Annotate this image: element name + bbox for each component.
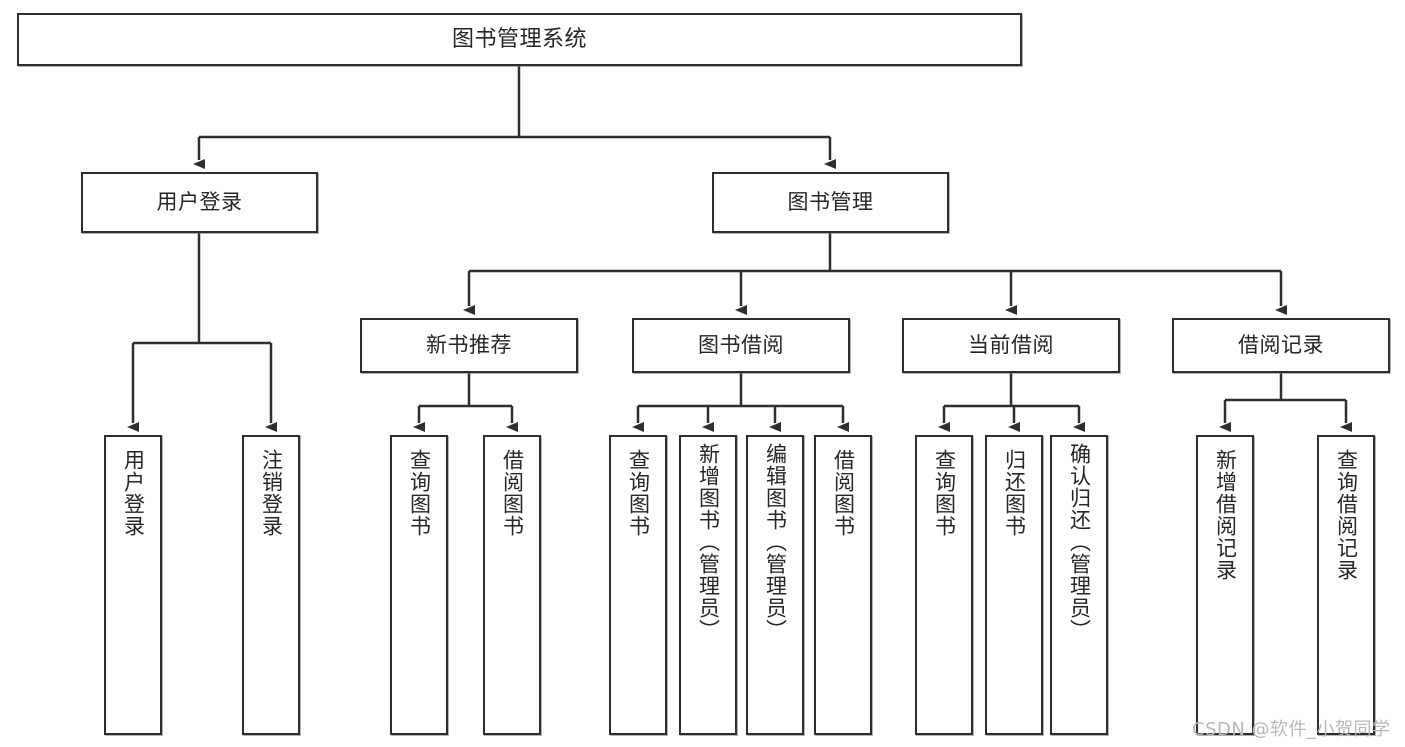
node-label: 借阅记录 [1238,333,1324,358]
node-book-management[interactable]: 图书管理 [712,172,949,233]
node-new-book-recommend[interactable]: 新书推荐 [360,318,578,373]
node-label: 编辑图书（管理员） [763,443,788,641]
node-borrow-records[interactable]: 借阅记录 [1172,318,1390,373]
node-label: 查询借阅记录 [1334,449,1359,581]
node-label: 用户登录 [121,449,146,537]
node-root-system[interactable]: 图书管理系统 [17,13,1022,66]
node-edit-book[interactable]: 编辑图书（管理员） [746,435,804,735]
node-label: 图书管理 [787,190,874,215]
node-label: 图书借阅 [698,333,784,358]
node-confirm-return[interactable]: 确认归还（管理员） [1050,435,1108,735]
csdn-watermark: CSDN @软件_小贺同学 [1192,719,1391,740]
node-label: 当前借阅 [968,333,1054,358]
node-label: 图书管理系统 [451,26,587,52]
node-label: 借阅图书 [500,449,525,537]
node-query-borrow-record[interactable]: 查询借阅记录 [1317,435,1375,735]
node-query-book-3[interactable]: 查询图书 [915,435,973,735]
node-return-book[interactable]: 归还图书 [985,435,1043,735]
node-borrow-book-2[interactable]: 借阅图书 [814,435,872,735]
node-label: 借阅图书 [831,449,856,537]
node-label: 确认归还（管理员） [1067,443,1092,641]
node-label: 注销登录 [259,449,284,537]
node-label: 用户登录 [156,190,243,215]
node-label: 新增图书（管理员） [696,443,721,641]
node-label: 查询图书 [626,449,651,537]
node-add-book[interactable]: 新增图书（管理员） [679,435,737,735]
node-label: 查询图书 [932,449,957,537]
node-user-logout[interactable]: 注销登录 [242,435,300,735]
node-query-book-1[interactable]: 查询图书 [390,435,448,735]
node-user-login[interactable]: 用户登录 [81,172,318,233]
node-label: 查询图书 [407,449,432,537]
node-add-borrow-record[interactable]: 新增借阅记录 [1196,435,1254,735]
node-borrow-book-1[interactable]: 借阅图书 [483,435,541,735]
node-label: 新书推荐 [426,333,512,358]
node-query-book-2[interactable]: 查询图书 [609,435,667,735]
node-label: 归还图书 [1002,449,1027,537]
node-label: 新增借阅记录 [1213,449,1238,581]
node-user-login-action[interactable]: 用户登录 [104,435,162,735]
node-book-borrow[interactable]: 图书借阅 [632,318,850,373]
node-current-borrow[interactable]: 当前借阅 [902,318,1120,373]
